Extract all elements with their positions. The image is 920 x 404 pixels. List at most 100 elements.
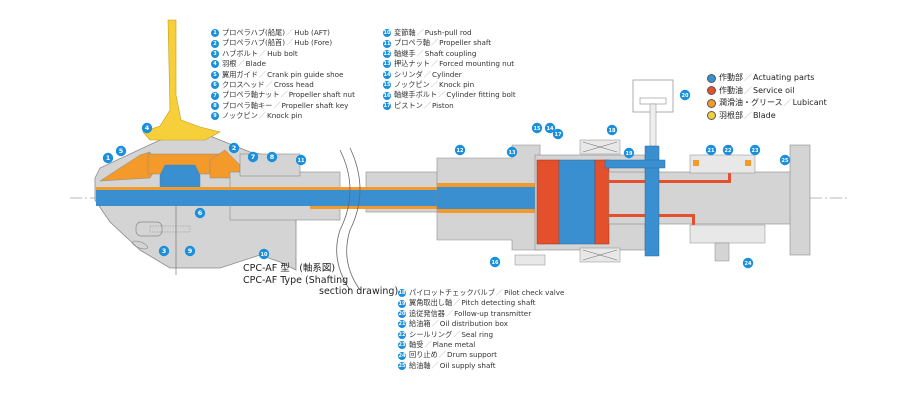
color-key-jp: 羽根部	[719, 110, 743, 120]
callout-22: 22	[722, 144, 734, 156]
separator: ／	[430, 80, 438, 90]
separator: ／	[258, 48, 267, 58]
separator: ／	[416, 28, 424, 37]
separator: ／	[286, 38, 294, 48]
callout-number-badge: 1	[211, 29, 219, 38]
part-name-en: Knock pin	[267, 111, 303, 121]
callout-number-badge: 22	[398, 330, 406, 339]
separator: ／	[265, 80, 273, 90]
separator: ／	[744, 73, 752, 82]
part-name-jp: パイロットチェックバルブ	[409, 288, 495, 297]
part-name-jp: 給油軸	[409, 360, 431, 370]
piston	[558, 159, 596, 245]
color-key-item: 羽根部／Blade	[707, 110, 827, 123]
part-name-jp: 羽根	[222, 59, 237, 69]
color-key-en: Service oil	[753, 85, 795, 95]
svg-text:14: 14	[547, 126, 554, 132]
callout-11: 11	[295, 154, 307, 166]
svg-text:20: 20	[682, 93, 689, 99]
svg-text:12: 12	[457, 148, 464, 154]
part-name-jp: プロペラハブ(船首)	[222, 38, 286, 48]
svg-text:13: 13	[509, 150, 516, 156]
callout-number-badge: 23	[398, 341, 406, 350]
callout-15: 15	[531, 122, 543, 134]
part-name-jp: シールリング	[409, 329, 453, 339]
callout-12: 12	[454, 144, 466, 156]
callout-number-badge: 4	[211, 60, 219, 69]
separator: ／	[744, 110, 752, 120]
separator: ／	[431, 319, 439, 329]
callout-2: 2	[228, 142, 240, 154]
color-key-jp: 作動部	[719, 73, 743, 82]
callout-number-badge: 8	[211, 102, 219, 111]
callout-24: 24	[742, 257, 754, 269]
part-name-jp: 回り止め	[409, 350, 438, 360]
callout-7: 7	[247, 151, 259, 163]
part-name-en: Hub bolt	[267, 48, 298, 58]
part-name-en: Oil supply shaft	[439, 360, 496, 370]
separator: ／	[430, 38, 439, 48]
part-name-jp: ピストン	[394, 100, 423, 110]
callout-13: 13	[506, 146, 518, 158]
svg-text:10: 10	[261, 252, 268, 258]
separator: ／	[416, 48, 424, 58]
svg-text:11: 11	[298, 158, 305, 164]
svg-text:7: 7	[251, 153, 256, 161]
push-pull-rod	[96, 190, 442, 206]
color-key-en: Lubicant	[792, 98, 827, 107]
svg-text:23: 23	[752, 148, 759, 154]
color-key-en: Blade	[753, 110, 776, 120]
callout-number-badge: 9	[211, 112, 219, 121]
part-name-en: Hub (AFT)	[294, 28, 330, 37]
part-name-jp: ノックピン	[394, 80, 430, 90]
separator: ／	[453, 298, 461, 308]
part-name-jp: 軸受	[409, 340, 424, 350]
callout-number-badge: 2	[211, 39, 219, 48]
part-name-jp: プロペラ軸ナット	[222, 90, 280, 100]
part-name-jp: プロペラ軸キー	[222, 100, 273, 110]
part-name-jp: 翼用ガイド	[222, 69, 258, 79]
part-name-en: Cylinder	[431, 69, 462, 79]
callout-1: 1	[102, 152, 114, 164]
part-name-jp: プロペラハブ(船尾)	[222, 28, 286, 37]
callout-number-badge: 11	[383, 39, 391, 48]
callout-number-badge: 7	[211, 91, 219, 100]
callout-9: 9	[184, 245, 196, 257]
part-name-jp: クロスヘッド	[222, 80, 265, 90]
color-key-item: 作動油／Service oil	[707, 85, 827, 98]
part-name-en: Knock pin	[439, 80, 475, 90]
part-name-en: Drum support	[446, 350, 497, 360]
separator: ／	[744, 85, 752, 95]
callout-number-badge: 12	[383, 50, 391, 59]
callout-25: 25	[779, 154, 791, 166]
svg-text:4: 4	[145, 124, 150, 132]
shaft-coupling	[436, 144, 541, 251]
part-name-jp: プロペラ軸	[394, 38, 430, 48]
part-name-en: Piston	[431, 100, 454, 110]
color-key-jp: 作動油	[719, 85, 743, 95]
part-name-en: Propeller shaft nut	[288, 90, 355, 100]
svg-text:16: 16	[492, 260, 499, 266]
callout-23: 23	[749, 144, 761, 156]
part-name-en: Push-pull rod	[424, 28, 472, 37]
diagram-title: CPC-AF 型 (軸系図) CPC-AF Type (Shafting sec…	[243, 263, 398, 298]
svg-text:18: 18	[609, 128, 616, 134]
part-name-en: Crank pin guide shoe	[267, 69, 344, 79]
part-name-jp: 変節軸	[394, 28, 416, 37]
callout-number-badge: 25	[398, 362, 406, 371]
callout-16: 16	[489, 256, 501, 268]
separator: ／	[258, 69, 267, 79]
